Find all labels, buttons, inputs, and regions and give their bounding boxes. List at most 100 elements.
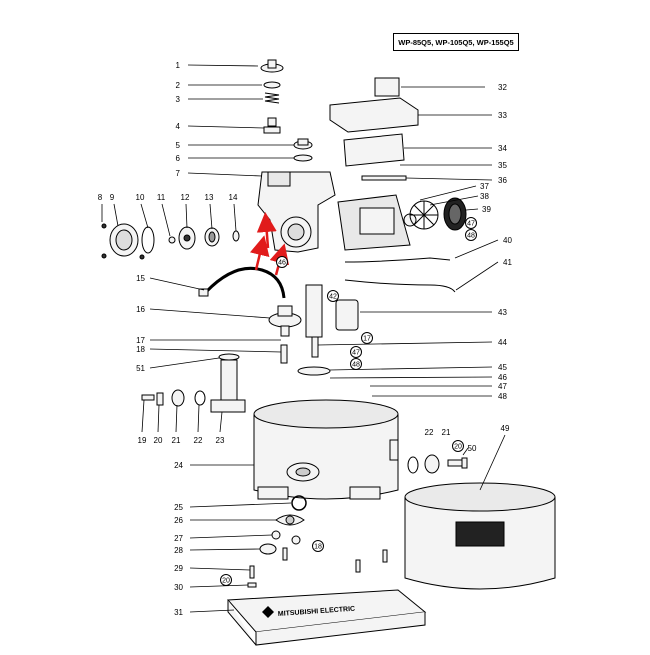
part-31-base [226,589,427,646]
callout-31: 31 [174,608,183,617]
callout-22-right: 22 [425,428,434,437]
circled-ref-18-bottom: 18 [312,540,324,552]
hose-fitting [198,288,209,297]
callout-32: 32 [498,83,507,92]
callout-22: 22 [194,436,203,445]
callout-15: 15 [136,274,145,283]
callout-35: 35 [498,161,507,170]
callout-39: 39 [482,205,491,214]
callout-34: 34 [498,144,507,153]
callout-26: 26 [174,516,183,525]
svg-text:18: 18 [314,544,322,551]
part-37-motor [337,194,417,251]
callout-29: 29 [174,564,183,573]
part-25-o-ring [291,495,307,511]
part-4-valve [263,117,281,134]
part-49-cover [404,482,556,590]
svg-text:46: 46 [278,260,286,267]
part-7-pump-casing [257,171,336,253]
callout-27: 27 [174,534,183,543]
part-14-washer [232,230,240,242]
callout-50: 50 [468,444,477,453]
circled-ref-20-bottom: 20 [220,574,232,586]
part-44-shaft [311,336,319,358]
callout-2: 2 [176,81,181,90]
red-arrow-2 [256,212,277,249]
callout-38: 38 [480,192,489,201]
callout-40: 40 [503,236,512,245]
svg-text:47: 47 [467,221,475,228]
part-29-bolts [249,547,388,579]
part-8-screws [101,223,145,260]
callout-41: 41 [503,258,512,267]
svg-text:48: 48 [467,233,475,240]
callout-51: 51 [136,364,145,373]
callout-17: 17 [136,336,145,345]
part-27-28-seals [259,530,301,555]
svg-text:42: 42 [329,294,337,301]
callout-labels: 1 2 3 4 5 6 7 8 9 10 11 12 13 14 15 16 1… [98,61,513,617]
part-5-cap [293,138,313,150]
callout-23: 23 [216,436,225,445]
callout-20: 20 [154,436,163,445]
callout-25: 25 [174,503,183,512]
part-6-ring [293,154,313,162]
red-arrow-1 [249,235,270,271]
part-43-capacitor-can [335,299,359,331]
svg-text:20: 20 [454,444,462,451]
part-22-21-20-50-fittings [407,454,468,474]
part-32-relay [374,77,400,97]
callout-8: 8 [98,193,103,202]
part-34-terminal-box [343,133,405,167]
part-30-washer [247,582,257,588]
callout-33: 33 [498,111,507,120]
callout-14: 14 [229,193,238,202]
circled-ref-46: 46 [276,256,288,268]
callout-4: 4 [176,122,181,131]
callout-46: 46 [498,373,507,382]
part-39-fan-cover [443,197,467,231]
callout-5: 5 [176,141,181,150]
part-1-cap [260,59,284,73]
circled-ref-20-right: 20 [452,440,464,452]
part-38-fan [409,200,439,230]
part-24-tank [253,399,399,500]
part-10-o-ring [141,226,155,254]
callout-30: 30 [174,583,183,592]
callout-48: 48 [498,392,507,401]
callout-13: 13 [205,193,214,202]
callout-12: 12 [181,193,190,202]
svg-text:48: 48 [352,362,360,369]
leader-lines [101,64,506,613]
circled-ref-17: 17 [361,332,373,344]
circled-ref-47-mid: 47 [350,346,362,358]
part-51-ring [218,353,240,361]
circled-ref-48-mid: 48 [350,358,362,370]
callout-49: 49 [501,424,510,433]
part-40-41-cords [344,257,456,293]
callout-21-right: 21 [442,428,451,437]
circled-ref-42: 42 [327,290,339,302]
callout-24: 24 [174,461,183,470]
part-12-impeller [178,226,196,250]
callout-11: 11 [157,193,166,202]
part-15-hose [204,266,286,299]
callout-21: 21 [172,436,181,445]
callout-16: 16 [136,305,145,314]
callout-28: 28 [174,546,183,555]
callout-45: 45 [498,363,507,372]
callout-37: 37 [480,182,489,191]
part-2-ring [263,81,281,89]
part-3-spring [264,92,280,104]
part-26-flange [275,514,305,526]
part-42-capacitor [305,284,323,338]
part-18-pipe [280,344,288,364]
svg-text:17: 17 [363,336,371,343]
callout-10: 10 [136,193,145,202]
callout-47: 47 [498,382,507,391]
part-36-gasket [361,175,407,181]
circled-ref-47-top: 47 [465,217,477,229]
callout-19: 19 [138,436,147,445]
